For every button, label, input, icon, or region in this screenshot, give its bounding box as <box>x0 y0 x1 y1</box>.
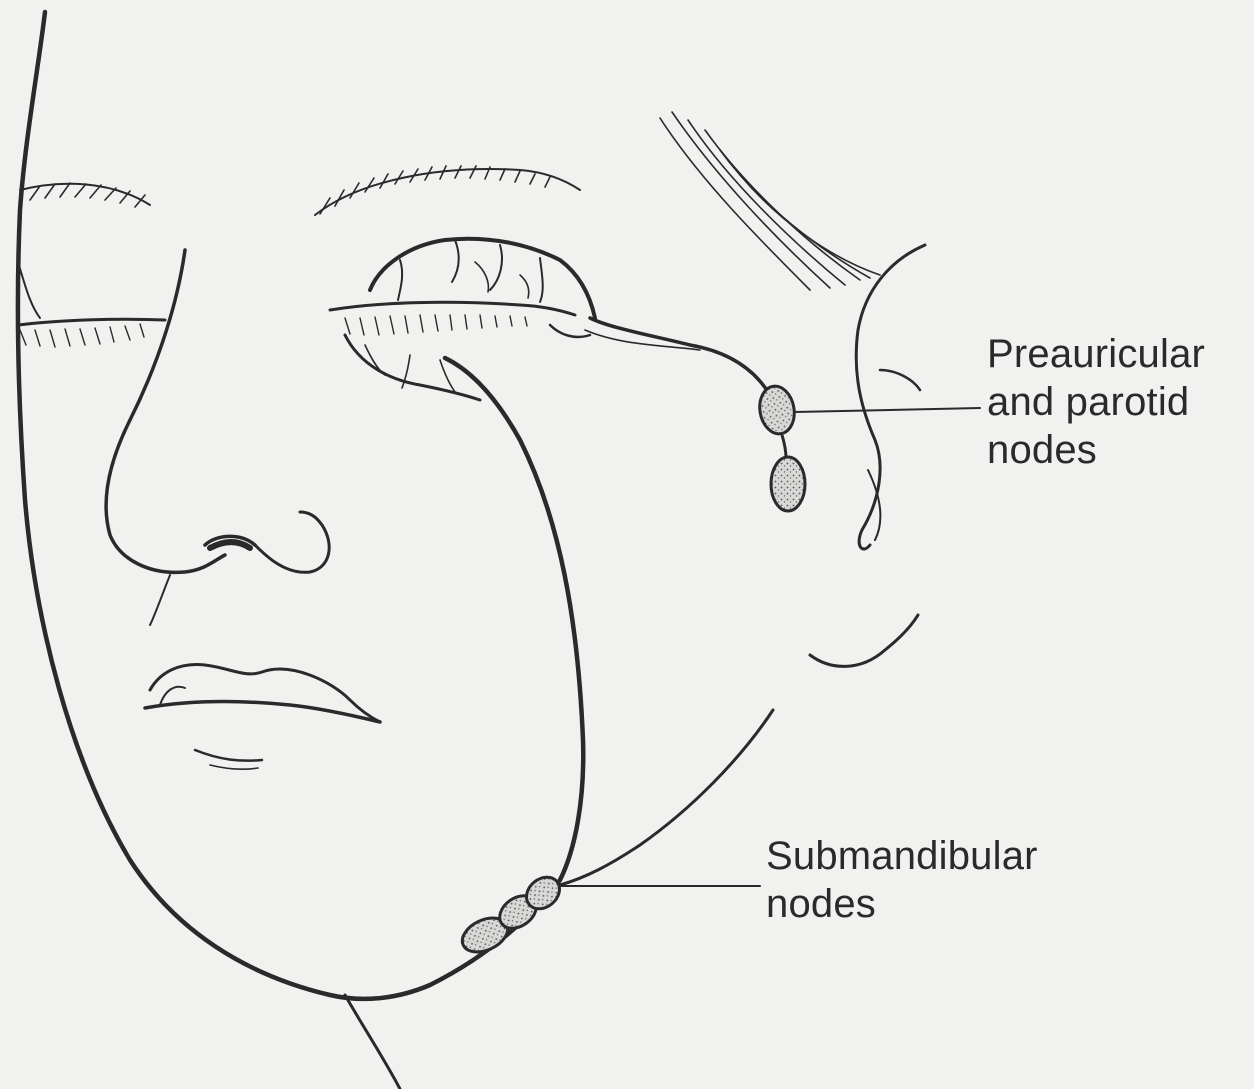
preauricular-node-upper <box>756 383 798 436</box>
nose <box>106 250 225 572</box>
face-outline <box>18 12 583 999</box>
mouth-line <box>145 702 380 722</box>
right-brow <box>315 169 580 215</box>
submandibular-label-line1: Submandibular <box>766 832 1038 880</box>
submandibular-label-line2: nodes <box>766 880 1038 928</box>
neck-line <box>345 995 400 1089</box>
parotid-node-lower <box>771 457 805 511</box>
preauricular-leader-line <box>795 408 980 412</box>
ear <box>856 245 925 549</box>
hair-strands <box>660 118 810 290</box>
preauricular-label-line2: and parotid <box>987 378 1205 426</box>
preauricular-parotid-label: Preauricular and parotid nodes <box>987 330 1205 474</box>
left-eyelid <box>18 319 165 325</box>
preauricular-label-line1: Preauricular <box>987 330 1205 378</box>
preauricular-label-line3: nodes <box>987 426 1205 474</box>
submandibular-label: Submandibular nodes <box>766 832 1038 928</box>
lymph-vessel-to-parotid <box>590 318 770 395</box>
lymph-vessel-upper <box>370 239 595 318</box>
jaw-line <box>560 710 773 885</box>
right-eyelid <box>330 302 575 315</box>
